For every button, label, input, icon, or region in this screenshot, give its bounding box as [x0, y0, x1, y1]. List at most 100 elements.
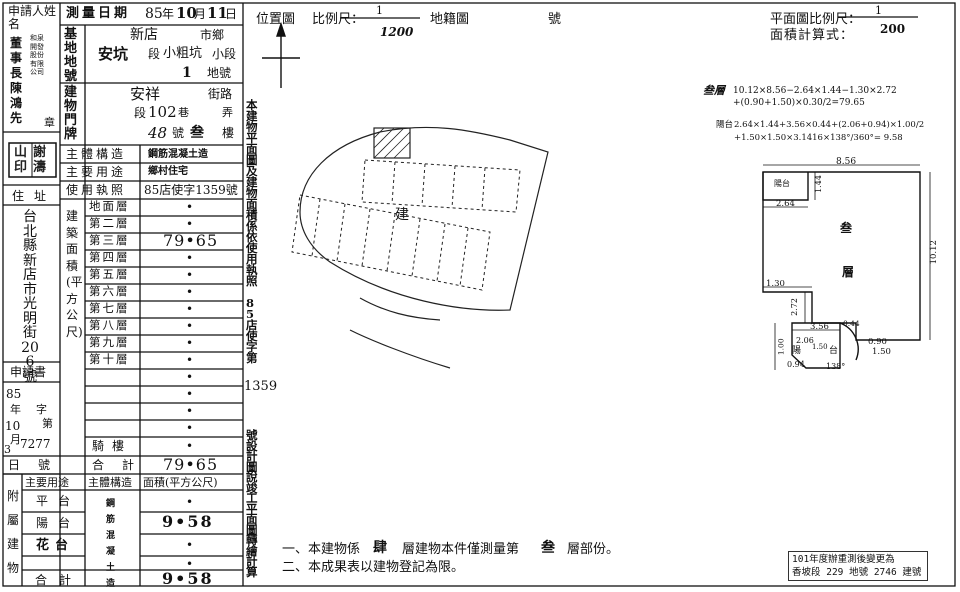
street-unit: 街路	[208, 87, 233, 101]
annex-use-3: 花台	[36, 538, 75, 553]
survey-year: 85	[145, 6, 163, 22]
area-floor-label: 第七層	[89, 301, 130, 315]
area-floor-value: 79•65	[163, 231, 219, 250]
annex-use-2: 陽台	[36, 516, 81, 530]
note-1b: 層建物本件僅測量第	[402, 542, 520, 557]
applicant-company: 和泉開發股份有限公司	[30, 34, 44, 76]
license-number: 1359	[244, 379, 278, 394]
lot-unit: 地號	[207, 66, 232, 80]
annex-structure: 鋼筋混凝土造	[106, 499, 116, 589]
area-floor-value: •	[186, 217, 194, 231]
survey-day-unit: 日	[225, 7, 238, 21]
dim-8.56: 8.56	[836, 157, 857, 167]
map-number-label: 號	[548, 12, 562, 27]
main-structure-label: 主體構造	[66, 147, 127, 161]
app-char: 字	[36, 403, 47, 416]
note-1a: 一、本建物係	[282, 542, 361, 557]
dim-2.64: 2.64	[776, 199, 795, 209]
area-floor-label: 地面層	[89, 199, 130, 213]
subsection: 小粗坑	[163, 46, 203, 61]
cadastral-label: 地籍圖	[430, 12, 470, 27]
revision-stamp: 101年度辦重測後變更為 香坡段 229 地號 2746 建號	[788, 551, 928, 581]
section-unit: 段	[148, 47, 161, 61]
survey-date-label: 測量日期	[66, 6, 131, 21]
house-no: 48	[148, 124, 168, 142]
dim-0.44: 0.44	[843, 319, 860, 328]
arcade-label: 騎樓	[92, 439, 133, 453]
arcade-value: •	[186, 439, 194, 453]
formula-1a: 10.12×8.56−2.64×1.44−1.30×2.72	[733, 86, 897, 96]
area-floor-label: 第八層	[89, 318, 130, 332]
area-floor-label: 第十層	[89, 352, 130, 366]
map-scale-den: 1200	[380, 25, 414, 39]
lane: 102	[148, 103, 177, 121]
base-label: 基地地號	[64, 27, 78, 84]
seal-label: 章	[44, 116, 55, 129]
annex-total-value: 9•58	[162, 569, 214, 588]
duan-unit: 段	[134, 106, 147, 120]
section: 安坑	[98, 45, 129, 63]
area-floor-value: •	[186, 353, 194, 367]
dim-0.94: 0.94	[787, 360, 805, 369]
street: 安祥	[130, 85, 161, 103]
total-value: 79•65	[163, 455, 219, 474]
annex-area-1: •	[186, 495, 194, 509]
annex-area-2: 9•58	[162, 512, 214, 531]
plan-yang: 陽	[792, 346, 802, 356]
main-use-label: 主要用途	[66, 165, 127, 179]
formula-2b: +1.50×1.50×3.1416×138°/360°= 9.58	[734, 133, 903, 143]
address-label: 住址	[12, 189, 57, 203]
annex-area-4: •	[186, 557, 194, 571]
area-floor-value: •	[186, 200, 194, 214]
plan-scale-num: 1	[875, 4, 882, 17]
door-label: 建物門牌	[64, 85, 78, 142]
plan-room-floor-1: 叁	[840, 221, 853, 235]
lane-unit: 巷	[178, 106, 189, 119]
dim-138: 138°	[826, 362, 846, 371]
survey-month: 10	[176, 4, 197, 22]
dim-1.50-radius: 1.50	[812, 343, 828, 351]
subsection-unit: 小段	[212, 47, 237, 61]
applicant-name: 董事長陳鴻先	[9, 36, 22, 125]
app-no-label: 第	[42, 417, 53, 430]
plan-balcony-small: 陽台	[774, 179, 790, 188]
main-use: 鄉村住宅	[148, 166, 188, 177]
vertical-note-2: 號設計圖說竣工平面圖轉繪計算	[246, 428, 258, 579]
note-1c: 層部份。	[567, 542, 620, 557]
floor-unit: 樓	[222, 126, 235, 140]
applicant-label: 申請人姓名	[8, 4, 57, 31]
area-floor-value: •	[186, 319, 194, 333]
map-building-char: 建	[395, 207, 409, 223]
app-month-unit: 月	[10, 433, 21, 446]
formula-2a: 2.64×1.44+3.56×0.44+(2.06+0.94)×1.00/2	[734, 120, 925, 130]
annex-total-label: 合計	[35, 573, 84, 587]
plan-room-floor-2: 層	[842, 265, 855, 279]
area-floor-value: •	[186, 404, 194, 418]
address-value: 台北縣新店市光明街206號	[21, 209, 39, 385]
seal-stamp: 山謝印濤	[13, 145, 52, 175]
alley-unit: 弄	[222, 106, 233, 119]
area-floor-label: 第六層	[89, 284, 130, 298]
annex-header-structure: 主體構造	[88, 476, 132, 489]
note-2: 二、本成果表以建物登記為限。	[282, 560, 465, 575]
area-floor-value: •	[186, 285, 194, 299]
total-label: 合計	[92, 458, 153, 472]
formula-1b: +(0.90+1.50)×0.30/2=79.65	[733, 98, 865, 108]
survey-day: 11	[207, 4, 228, 22]
license-value: 85店使字1359號	[144, 183, 238, 197]
app-month: 10	[5, 419, 21, 433]
stamp-line-2: 香坡段 229 地號 2746 建號	[792, 567, 922, 578]
annex-use-1: 平台	[36, 494, 81, 508]
area-floor-value: •	[186, 336, 194, 350]
annex-area-3: •	[186, 538, 194, 552]
dim-1.50: 1.50	[872, 347, 891, 357]
calc-balcony-label: 陽台	[716, 120, 734, 130]
area-floor-label: 第四層	[89, 250, 130, 264]
plan-tai: 台	[829, 346, 839, 356]
area-floor-value: •	[186, 387, 194, 401]
dim-10.12: 10.12	[928, 240, 939, 265]
app-day: 3	[4, 443, 11, 456]
area-floor-value: •	[186, 268, 194, 282]
vertical-license: 85店使字第	[246, 296, 258, 365]
application-label: 申請書	[10, 365, 47, 379]
